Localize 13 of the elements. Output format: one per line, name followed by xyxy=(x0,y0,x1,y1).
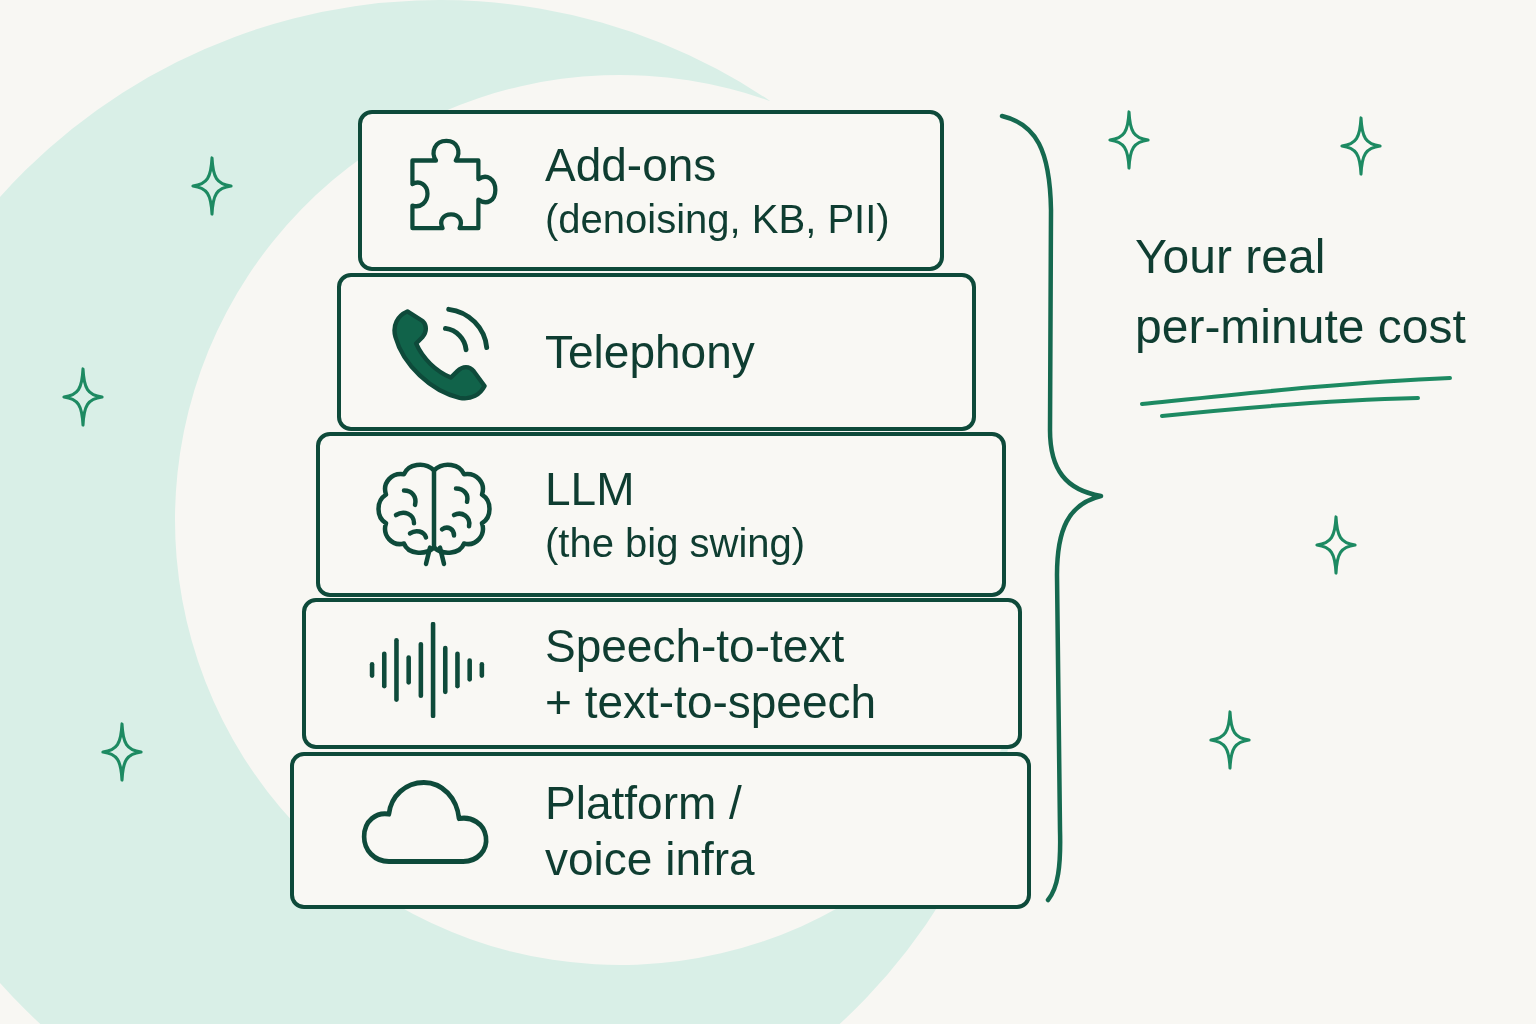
layer-box xyxy=(302,598,1022,749)
layer-title: LLM xyxy=(545,461,636,517)
layer-title: Platform / voice infra xyxy=(545,775,755,887)
layer-box xyxy=(337,273,976,431)
layer-title: Telephony xyxy=(545,325,755,380)
annotation-text: Your real per-minute cost xyxy=(1135,229,1466,355)
layer-title: Add-ons xyxy=(545,137,718,193)
layer-subtitle: (the big swing) xyxy=(545,519,806,567)
layer-box xyxy=(290,752,1031,909)
layer-box xyxy=(358,110,944,271)
layer-box xyxy=(316,432,1006,597)
layer-title: Speech-to-text + text-to-speech xyxy=(545,618,877,730)
layer-subtitle: (denoising, KB, PII) xyxy=(545,195,890,243)
